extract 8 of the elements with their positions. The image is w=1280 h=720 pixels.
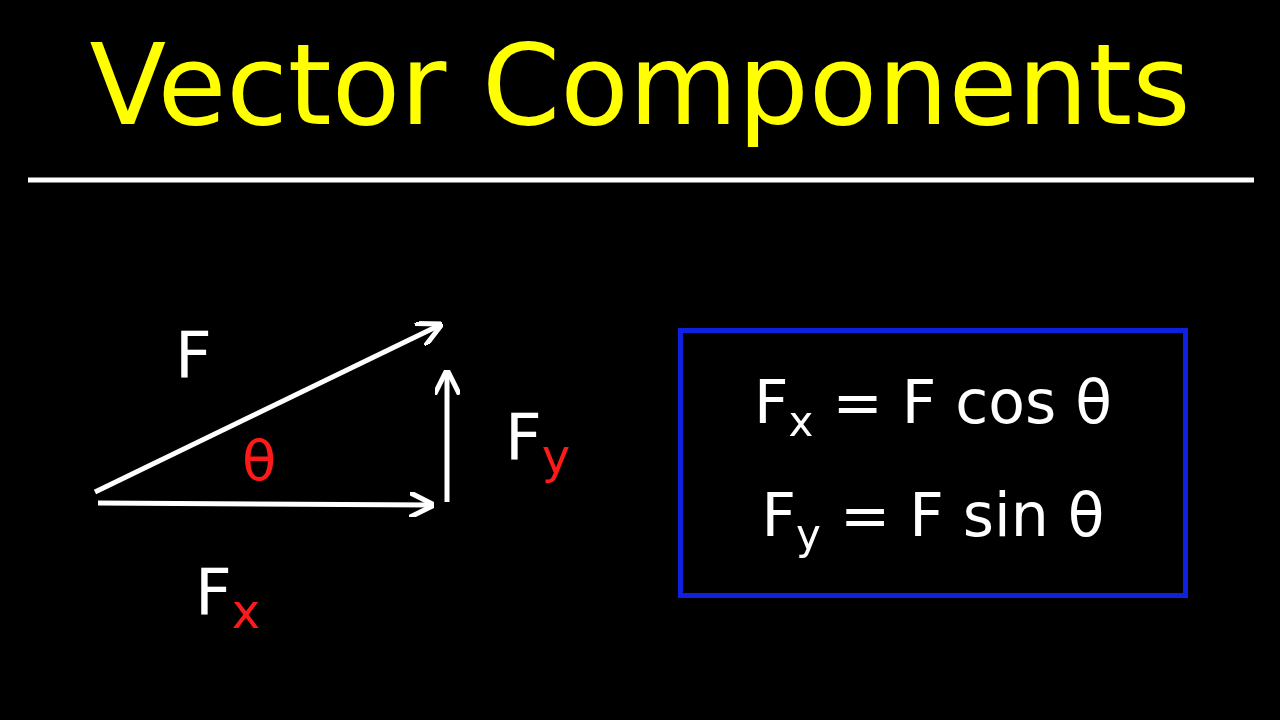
- formula-box: [678, 328, 1188, 598]
- vector-label: θ: [242, 428, 277, 493]
- vector-label: F$_{x}$: [195, 555, 261, 640]
- formula: F$_{x}$ = F cos θ: [753, 367, 1113, 446]
- formula: F$_{y}$ = F sin θ: [761, 480, 1105, 559]
- vector-label: F$_{y}$: [505, 400, 571, 485]
- vector-label: F: [175, 318, 212, 392]
- title: Vector Components: [88, 20, 1192, 150]
